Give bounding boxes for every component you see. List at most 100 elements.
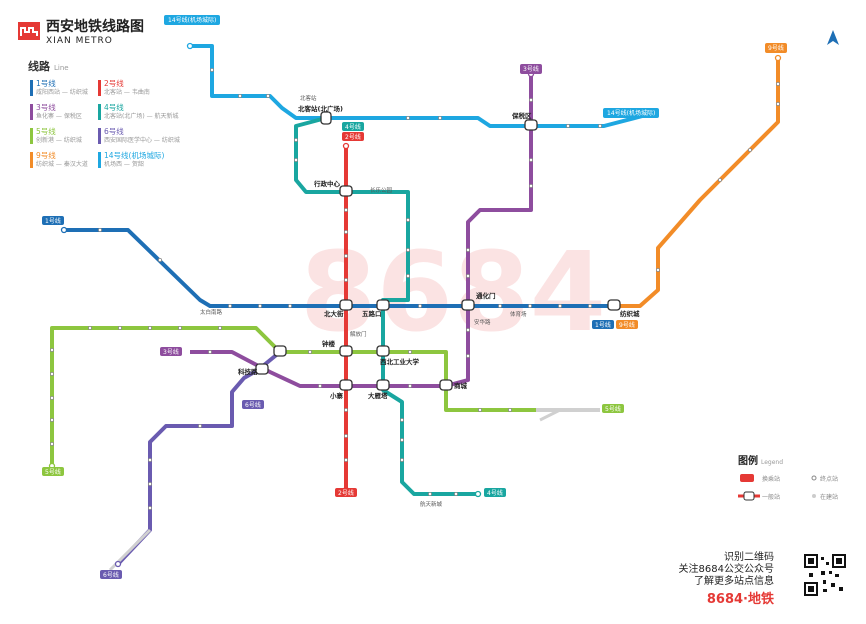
tag-line-1-right (592, 320, 614, 329)
tag-line-5-left-text: 5号线 (45, 468, 61, 476)
label-baoshuiqu: 保税区 (511, 111, 532, 120)
interchange-stations[interactable] (255, 111, 621, 391)
tag-line-2-top (342, 132, 364, 141)
legend-line-swatch (30, 104, 33, 120)
tag-line-14-top-text: 14号线(机场城际) (168, 16, 216, 24)
station-wulukou (376, 299, 390, 311)
line-tags[interactable]: 14号线(机场城际) 14号线(机场城际) 9号线 3号线 4号线 2号线 1号… (42, 15, 787, 579)
legend-line-swatch (30, 128, 33, 144)
brand-logo: 8684·地铁 (706, 592, 774, 607)
station-dayanta (376, 379, 390, 391)
label-hangtian: 航天新城 (420, 500, 443, 508)
legend-line-name: 2号线 (104, 79, 124, 88)
tag-line-5-left (42, 467, 64, 476)
station-keji (255, 363, 269, 375)
tag-line-5-right-text: 5号线 (605, 405, 621, 413)
legend-line-swatch (98, 80, 101, 96)
legend-box-symbols (738, 474, 817, 501)
station-labels: 北客站(北广场) 行政中心 保税区 北大街 五路口 通化门 纺织城 钟楼 小寨 … (200, 94, 640, 508)
label-beidajie: 北大街 (324, 309, 344, 318)
tag-line-6-mid (242, 400, 264, 409)
legend-line-desc: 西安国际医学中心 — 纺织城 (104, 137, 180, 144)
label-zhonglou: 钟楼 (322, 339, 336, 348)
label-tanghu: 太白南路 (200, 308, 223, 316)
legend-line-name: 3号线 (36, 103, 56, 112)
tag-line-4-bottom-text: 4号线 (487, 489, 503, 497)
tag-line-3-top-text: 3号线 (523, 65, 539, 73)
tag-line-9-right-text: 9号线 (619, 321, 635, 329)
tag-line-4-bottom (484, 488, 506, 497)
tag-line-4-top (342, 122, 364, 131)
legend-item-construction: 在建站 (820, 494, 839, 501)
line-14-path[interactable] (190, 44, 651, 128)
ordinary-stations (50, 68, 781, 510)
legend-line-desc: 纺织城 — 秦汉大道 (36, 161, 88, 168)
promo-line-3: 了解更多站点信息 (694, 576, 774, 587)
label-dayanta: 大雁塔 (368, 391, 388, 400)
legend-item-terminal: 终点站 (820, 476, 839, 483)
legend-line-desc: 机场西 — 贺韶 (104, 161, 144, 168)
label-jiefang: 解放门 (350, 330, 367, 338)
legend-line-desc: 咸阳西站 — 纺织城 (36, 89, 88, 96)
station-beikezhan (320, 111, 332, 125)
legend-ordinary-symbol (811, 475, 817, 481)
promo-line-1: 识别二维码 (724, 552, 774, 563)
legend-line-name: 14号线(机场城际) (104, 151, 165, 160)
label-beikezhan: 北客站(北广场) (298, 104, 343, 113)
label-anhua: 安华路 (474, 318, 491, 326)
legend-line-swatch (98, 152, 101, 168)
tag-line-4-top-text: 4号线 (345, 123, 361, 131)
station-xiaozhai (339, 379, 353, 391)
line-9-path[interactable] (614, 58, 780, 308)
tag-line-2-bottom-text: 2号线 (338, 489, 354, 497)
legend-line-desc: 北客站(北广场) — 航天新城 (104, 113, 179, 120)
legend-line-desc: 北客站 — 韦曲南 (104, 89, 150, 96)
tag-line-1-left-text: 1号线 (45, 217, 61, 225)
tag-line-9-right (616, 320, 638, 329)
label-changle: 长乐公园 (370, 186, 393, 194)
label-xiaozhai: 小寨 (329, 391, 344, 400)
watermark-text: 8684 (300, 228, 606, 356)
legend-transfer-symbol (743, 491, 755, 501)
station-fangzhicheng (607, 299, 621, 311)
legend-line-name: 5号线 (36, 127, 56, 136)
line-5-path[interactable] (50, 326, 536, 466)
station-xingzheng (339, 185, 353, 197)
tag-line-14-right-text: 14号线(机场城际) (607, 109, 655, 117)
tag-line-1-right-text: 1号线 (595, 321, 611, 329)
label-fangzhicheng: 纺织城 (620, 309, 640, 318)
legend-line-swatch (98, 128, 101, 144)
line-9-grey-extension (539, 408, 561, 422)
legend-line-desc: 创新港 — 纺织城 (36, 137, 82, 144)
station-zhonglou (339, 345, 353, 357)
station-xingzheng-west (273, 345, 287, 357)
map-title: 西安地铁线路图 (46, 19, 144, 35)
line-4-path[interactable] (294, 116, 478, 496)
station-beidajie (339, 299, 353, 311)
tag-line-2-bottom (335, 488, 357, 497)
tag-line-14-top (164, 15, 220, 25)
line-6-path[interactable] (116, 350, 282, 566)
tag-line-6-bottom (100, 570, 122, 579)
north-arrow-icon (827, 30, 839, 45)
qr-code-icon[interactable] (804, 554, 846, 596)
legend-line-swatch (98, 104, 101, 120)
tag-line-14-right (603, 108, 659, 118)
legend-line-name: 4号线 (104, 103, 124, 112)
legend-line-swatch (30, 80, 33, 96)
tag-line-5-right (602, 404, 624, 413)
tag-line-9-top (765, 43, 787, 53)
legend-line-desc: 鱼化寨 — 保税区 (36, 113, 82, 120)
label-wulukou: 五路口 (362, 309, 382, 318)
station-dongdajie (376, 345, 390, 357)
tag-line-3-left-text: 3号线 (163, 348, 179, 356)
label-tiyuchang: 体育场 (510, 310, 527, 318)
legend-item-interchange: 换乘站 (762, 476, 781, 483)
station-tonghuamen (461, 299, 475, 311)
legend-line-name: 6号线 (104, 127, 124, 136)
tag-line-6-mid-text: 6号线 (245, 401, 261, 409)
tag-line-3-top (520, 64, 542, 74)
station-qinglongsi (439, 379, 453, 391)
